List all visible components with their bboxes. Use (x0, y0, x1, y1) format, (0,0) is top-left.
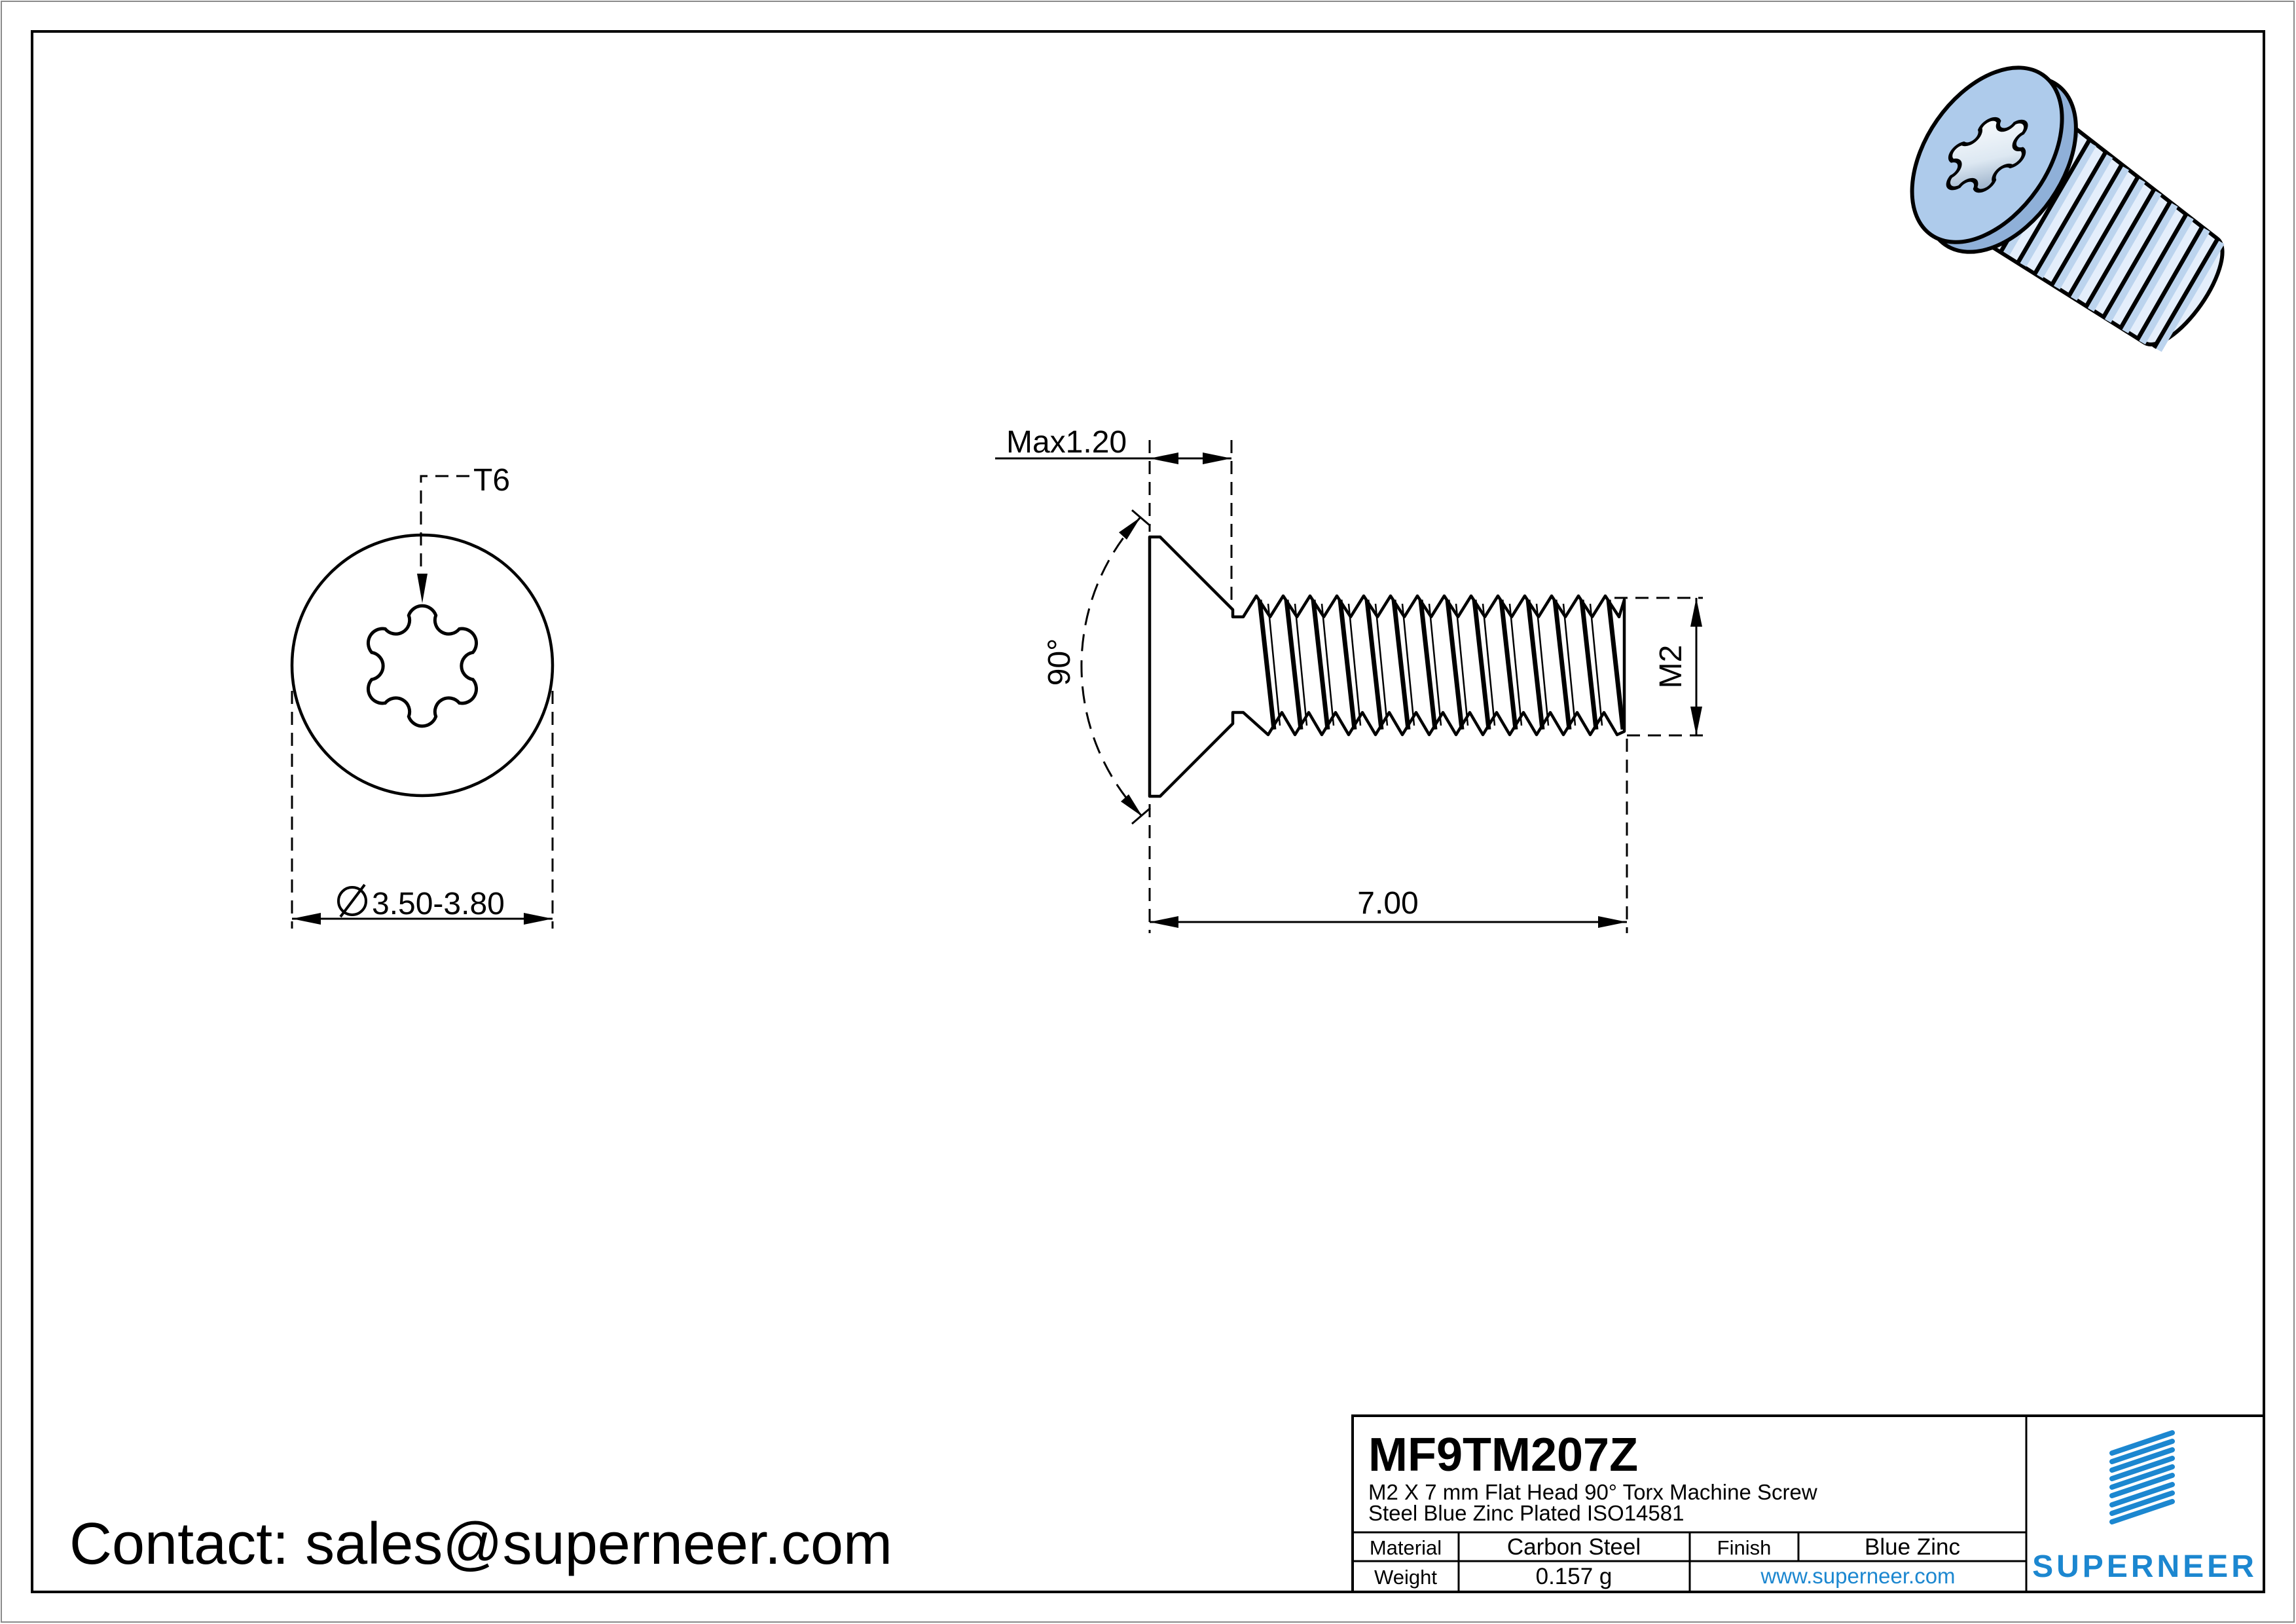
part-description-line1: M2 X 7 mm Flat Head 90° Torx Machine Scr… (1368, 1480, 1817, 1504)
title-block: MF9TM207Z M2 X 7 mm Flat Head 90° Torx M… (1351, 1414, 2265, 1593)
weight-label: Weight (1374, 1566, 1437, 1589)
top-view: T6 3.50-3.80 (290, 463, 555, 929)
logo-stripes-icon (2109, 1430, 2175, 1524)
thread-size-label: M2 (1654, 645, 1688, 689)
finish-value: Blue Zinc (1865, 1534, 1960, 1560)
title-block-border (1351, 1414, 2265, 1593)
head-depth-dimension: Max1.20 (995, 425, 1233, 610)
part-number: MF9TM207Z (1368, 1429, 1638, 1481)
screw-3d-render (1910, 65, 2225, 352)
diameter-sign-icon (337, 883, 367, 918)
contact-line: Contact: sales@superneer.com (69, 1511, 892, 1577)
countersink-angle-label: 90° (1042, 638, 1077, 686)
thread-diameter-dimension: M2 (1614, 597, 1703, 737)
material-value: Carbon Steel (1507, 1534, 1641, 1560)
length-dimension: 7.00 (1148, 739, 1628, 933)
drawing-frame (31, 30, 2265, 1593)
side-view: Max1.20 90° M2 7.00 (995, 425, 1703, 933)
superneer-logo: SUPERNEER (2032, 1430, 2257, 1584)
head-depth-label: Max1.20 (1006, 425, 1127, 460)
leader-arrowhead (417, 574, 428, 603)
drive-size-callout: T6 (417, 463, 510, 603)
length-label: 7.00 (1357, 886, 1418, 921)
countersink-angle-dimension: 90° (1042, 509, 1151, 825)
drive-size-label: T6 (473, 463, 510, 498)
finish-label: Finish (1717, 1536, 1772, 1559)
material-label: Material (1370, 1536, 1442, 1559)
title-block-grid (1353, 1416, 2028, 1592)
part-description-line2: Steel Blue Zinc Plated ISO14581 (1368, 1501, 1684, 1525)
head-diameter-label: 3.50-3.80 (372, 887, 505, 921)
brand-name: SUPERNEER (2032, 1549, 2257, 1584)
thread-flank-lines (1257, 599, 1626, 730)
weight-value: 0.157 g (1536, 1564, 1613, 1589)
screw-outline (1148, 535, 1626, 798)
thread-secondary-lines (1267, 603, 1603, 726)
website-link: www.superneer.com (1760, 1564, 1955, 1588)
head-diameter-dimension: 3.50-3.80 (291, 691, 554, 929)
